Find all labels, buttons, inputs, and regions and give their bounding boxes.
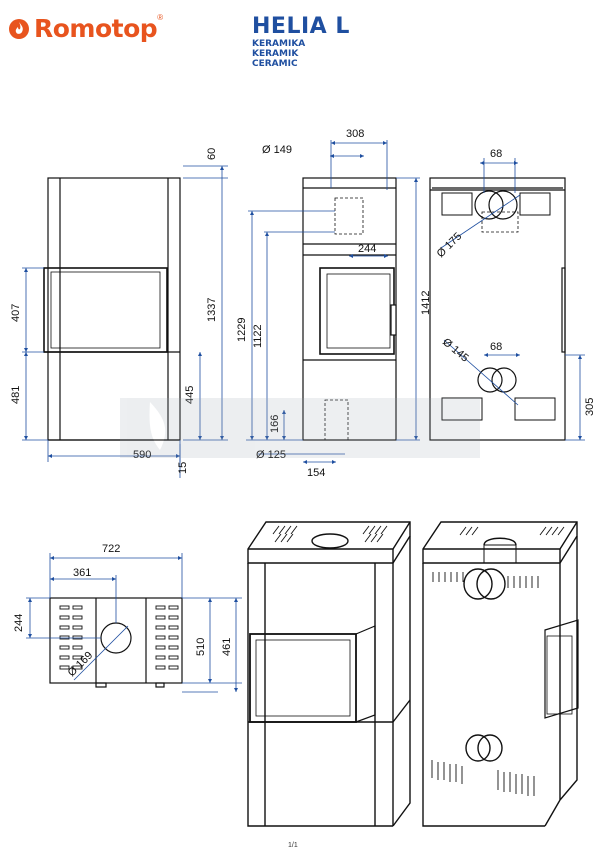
dim-back-rear-offset: 68 xyxy=(490,341,502,353)
dim-top-depth-510: 510 xyxy=(195,638,207,656)
dim-top-cap: 60 xyxy=(206,148,218,160)
dim-top-depth-461: 461 xyxy=(221,638,233,656)
model-name: HELIA L xyxy=(252,14,350,39)
top-view xyxy=(49,597,183,688)
dim-side-total-height: 1412 xyxy=(420,291,432,315)
iso-back-view xyxy=(422,521,579,827)
dim-flue-diameter: Ø 149 xyxy=(262,144,292,156)
variant-label: KERAMIKA xyxy=(252,39,306,49)
model-header: HELIA L KERAMIKA KERAMIK CERAMIC xyxy=(252,14,350,69)
dim-total-height: 1337 xyxy=(206,298,218,322)
dim-top-width: 722 xyxy=(102,543,120,555)
front-view xyxy=(43,177,181,441)
dim-top-flue-offset: 361 xyxy=(73,567,91,579)
dim-door-height: 407 xyxy=(10,304,22,322)
dim-air-inlet-height: 166 xyxy=(269,415,281,433)
dim-flue-offset: 308 xyxy=(346,128,364,140)
dim-top-side-offset: 244 xyxy=(13,614,25,632)
back-dimensions xyxy=(440,158,585,441)
front-dimensions xyxy=(22,165,228,478)
dim-foot: 15 xyxy=(177,462,189,474)
side-dimensions xyxy=(246,140,420,464)
dim-back-rear-height: 305 xyxy=(584,398,596,416)
variant-label: CERAMIC xyxy=(252,59,298,69)
dim-top-flue-diameter: Ø 169 xyxy=(66,649,96,679)
top-dimensions xyxy=(26,553,242,693)
dim-air-inlet-offset: 154 xyxy=(307,467,325,479)
flame-icon xyxy=(9,18,29,39)
dim-lower-height: 481 xyxy=(10,386,22,404)
brand-logo: Romotop ® xyxy=(8,13,164,43)
dim-height-1229: 1229 xyxy=(236,318,248,342)
dim-back-top-diameter: Ø 175 xyxy=(435,230,465,260)
page-number: 1/1 xyxy=(288,842,298,849)
dim-air-inlet-diameter: Ø 125 xyxy=(256,449,286,461)
variant-label: KERAMIK xyxy=(252,49,299,59)
watermark xyxy=(120,398,480,458)
iso-front-view xyxy=(247,521,411,827)
dim-height-1122: 1122 xyxy=(252,324,264,348)
dim-back-rear-diameter: Ø 145 xyxy=(440,336,471,364)
dim-flue-inner: 244 xyxy=(358,243,376,255)
dim-lower-inner: 445 xyxy=(184,386,196,404)
brand-name: Romotop xyxy=(34,14,158,43)
dim-back-top-offset: 68 xyxy=(490,148,502,160)
back-view xyxy=(429,177,566,441)
registered-mark: ® xyxy=(157,13,164,22)
dim-front-width: 590 xyxy=(133,449,151,461)
